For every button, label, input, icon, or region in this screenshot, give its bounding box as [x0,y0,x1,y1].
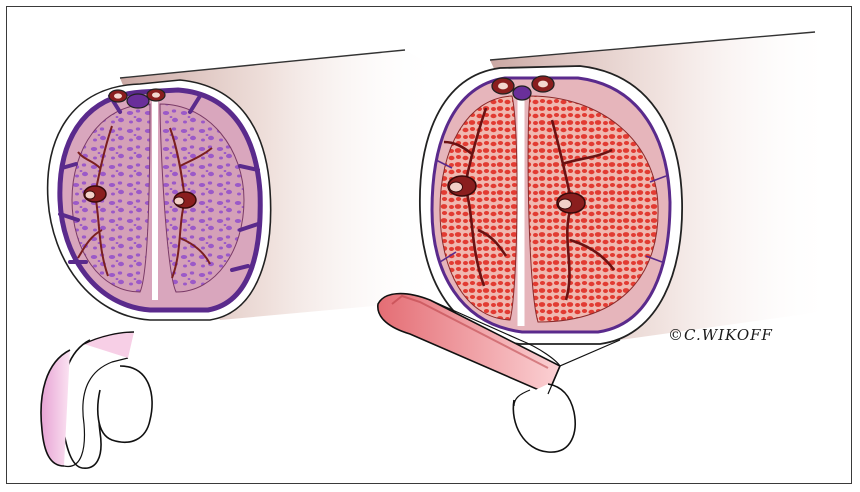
erect-cross-section [420,32,835,344]
flaccid-cross-section [48,50,440,320]
flaccid-side-view [41,332,152,468]
artist-signature: ©C.WIKOFF [668,326,773,344]
